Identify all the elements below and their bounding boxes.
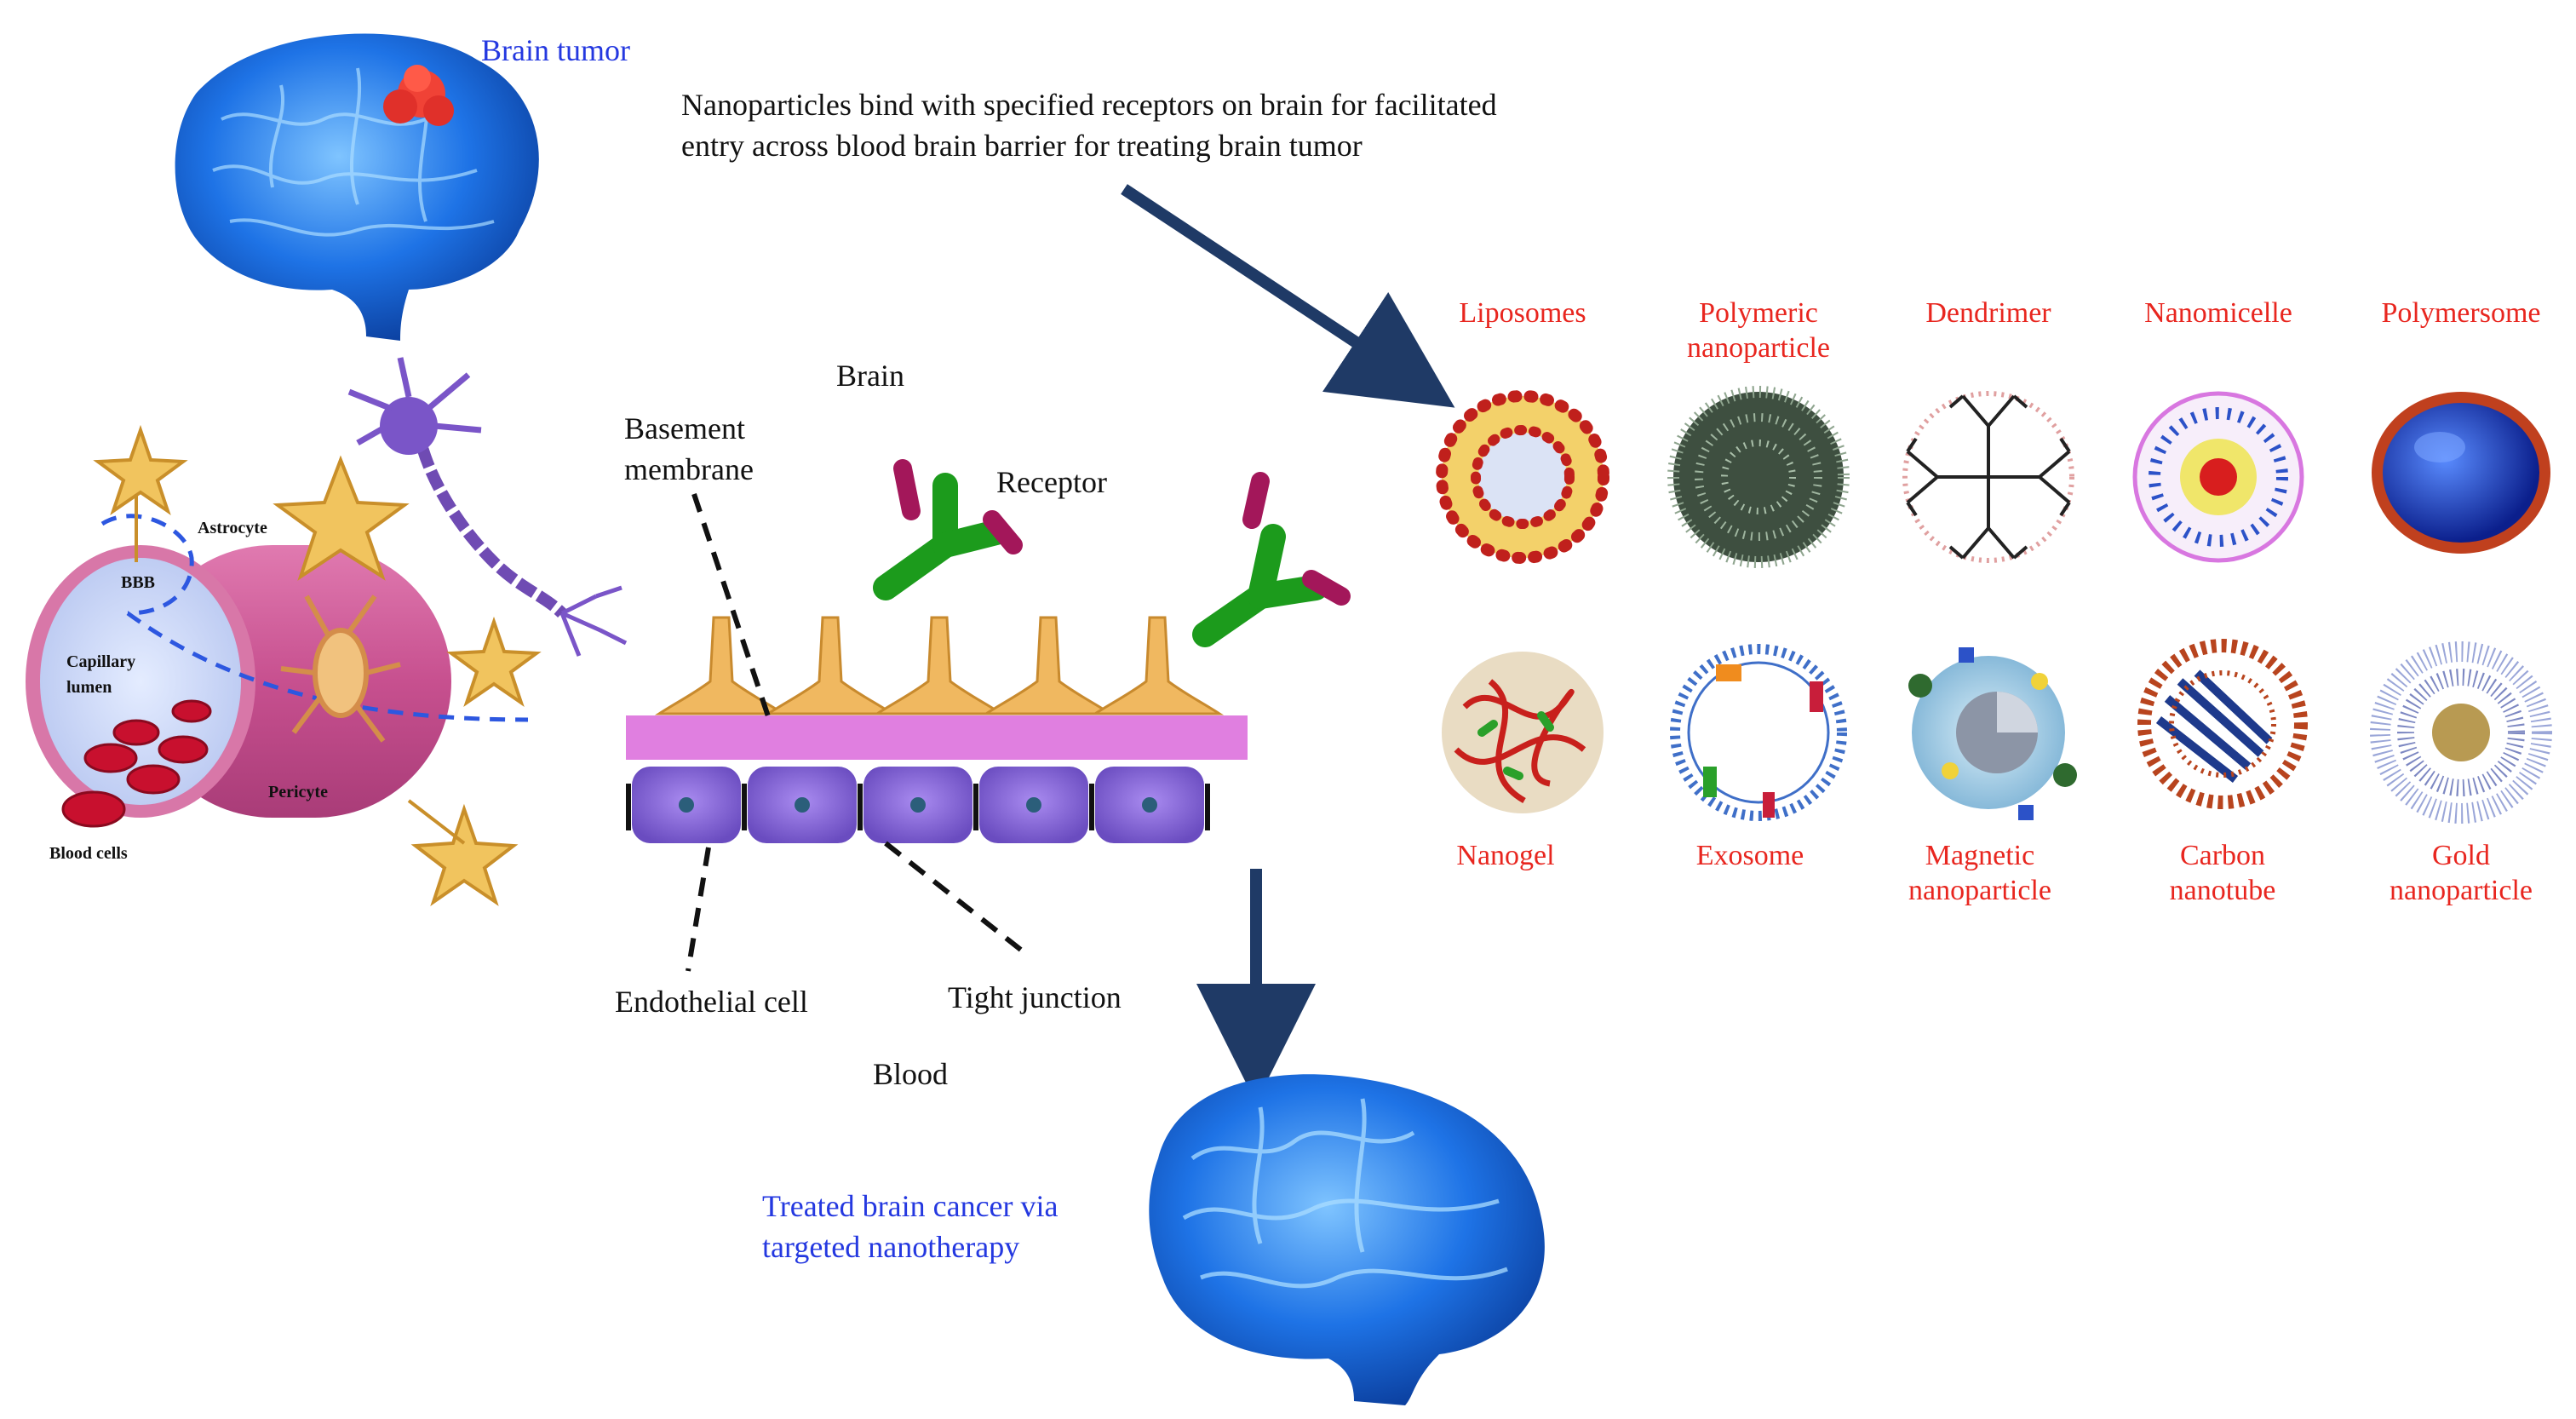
magnetic-nanoparticle-label: Magnetic nanoparticle bbox=[1908, 840, 2052, 906]
capillary-vessel-illustration bbox=[26, 514, 529, 828]
headline-line-2: entry across blood brain barrier for tre… bbox=[681, 129, 1363, 163]
tight-junction-label: Tight junction bbox=[948, 980, 1122, 1014]
endothelial-leader-line bbox=[686, 847, 711, 972]
arrow-to-nanoparticles bbox=[1121, 184, 1455, 408]
liposomes-label: Liposomes bbox=[1459, 297, 1586, 329]
gold-nanoparticle-icon bbox=[2370, 641, 2552, 824]
brain-label: Brain bbox=[836, 359, 904, 393]
nanogel-label: Nanogel bbox=[1456, 840, 1555, 871]
basement-membrane-band bbox=[626, 715, 1248, 760]
dendrimer-label: Dendrimer bbox=[1925, 297, 2051, 329]
basement-membrane-label-1: Basement bbox=[624, 411, 745, 445]
exosome-label: Exosome bbox=[1695, 840, 1804, 871]
tight-junction-leader-line bbox=[884, 841, 1028, 957]
carbon-nanotube-label: Carbon nanotube bbox=[2169, 840, 2276, 906]
astrocytes-illustration bbox=[93, 424, 542, 907]
headline-line-1: Nanoparticles bind with specified recept… bbox=[681, 88, 1497, 122]
pericyte-cell bbox=[280, 595, 401, 743]
bbb-label: BBB bbox=[121, 573, 156, 592]
nanomicelle-icon bbox=[2132, 391, 2304, 563]
exosome-icon bbox=[1670, 644, 1847, 821]
neuron-illustration bbox=[347, 357, 628, 657]
magnetic-nanoparticle-icon bbox=[1908, 647, 2077, 820]
astrocyte-label: Astrocyte bbox=[198, 519, 267, 537]
basement-leader-line bbox=[691, 493, 773, 725]
polymersome-icon bbox=[2372, 392, 2550, 554]
gold-nanoparticle-label: Gold nanoparticle bbox=[2389, 840, 2533, 906]
endothelial-cells bbox=[626, 767, 1210, 843]
dendrimer-icon bbox=[1902, 391, 2074, 563]
basement-membrane-label-2: membrane bbox=[624, 452, 754, 486]
receptor-label: Receptor bbox=[996, 465, 1107, 499]
treated-brain-illustration bbox=[1149, 1074, 1545, 1405]
capillary-lumen-label-2: lumen bbox=[66, 678, 112, 697]
astrocyte-end-feet bbox=[654, 616, 1225, 715]
nanomicelle-label: Nanomicelle bbox=[2144, 297, 2292, 329]
bbb-cross-section bbox=[626, 459, 1351, 972]
brain-tumor-label: Brain tumor bbox=[481, 33, 630, 67]
liposome-icon bbox=[1436, 390, 1609, 564]
polymeric-nanoparticle-label: Polymeric nanoparticle bbox=[1686, 297, 1831, 364]
capillary-lumen-label-1: Capillary bbox=[66, 652, 136, 671]
receptor-antibody-2 bbox=[1192, 472, 1351, 647]
blood-label: Blood bbox=[873, 1057, 949, 1091]
treated-brain-label-2: targeted nanotherapy bbox=[762, 1230, 1020, 1264]
red-blood-cells bbox=[61, 699, 212, 828]
treated-brain-label-1: Treated brain cancer via bbox=[762, 1189, 1059, 1223]
carbon-nanotube-icon bbox=[2137, 639, 2308, 809]
nanogel-icon bbox=[1442, 652, 1604, 813]
pericyte-label: Pericyte bbox=[268, 783, 328, 801]
polymersome-label: Polymersome bbox=[2381, 297, 2541, 329]
endothelial-cell-label: Endothelial cell bbox=[615, 985, 808, 1019]
tumor-mass bbox=[383, 65, 454, 126]
brain-tumor-illustration bbox=[175, 33, 539, 341]
polymeric-nanoparticle-icon bbox=[1667, 386, 1850, 568]
receptor-antibody-1 bbox=[873, 459, 1023, 600]
blood-cells-label: Blood cells bbox=[49, 844, 128, 863]
